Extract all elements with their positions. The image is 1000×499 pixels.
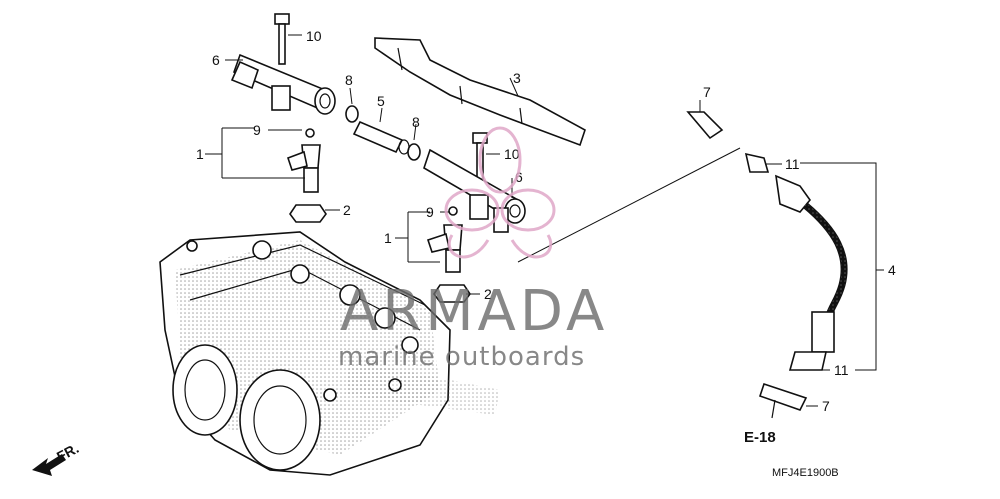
callout-11-upper: 11 (785, 156, 800, 172)
reference-label: E-18 (744, 429, 776, 446)
callout-2-upper: 2 (343, 202, 351, 218)
callout-6-left: 6 (212, 52, 220, 68)
diagram-code: MFJ4E1900B (772, 467, 839, 479)
callout-10-lower: 10 (504, 146, 520, 162)
fuel-rail-left (230, 53, 336, 115)
callout-3: 3 (513, 70, 521, 86)
callout-10-upper: 10 (306, 28, 322, 44)
throttle-body (159, 231, 500, 476)
callout-9-upper: 9 (253, 122, 261, 138)
callout-8-lower: 8 (412, 114, 420, 130)
callout-1-upper: 1 (196, 146, 204, 162)
callout-7-lower: 7 (822, 398, 830, 414)
injector-bracket (374, 37, 586, 147)
watermark-title: ARMADA (340, 279, 608, 344)
watermark-subtitle: marine outboards (338, 342, 585, 372)
sub-harness (686, 111, 848, 419)
callout-9-lower: 9 (426, 204, 434, 220)
fuel-pipe (345, 105, 421, 161)
watermark-logo-icon (444, 126, 556, 259)
callout-2-lower: 2 (484, 286, 492, 302)
callout-6-right: 6 (515, 169, 523, 185)
front-arrow-icon (32, 454, 66, 476)
callout-11-lower: 11 (834, 362, 849, 378)
bolt-upper-left (274, 13, 290, 65)
leader-lines (205, 34, 884, 407)
injector-left (286, 128, 327, 223)
callout-1-lower: 1 (384, 230, 392, 246)
callout-4: 4 (888, 262, 896, 278)
callout-8-upper: 8 (345, 72, 353, 88)
callout-5: 5 (377, 93, 385, 109)
watermark: ARMADA marine outboards (338, 126, 608, 372)
callout-7-upper: 7 (703, 84, 711, 100)
